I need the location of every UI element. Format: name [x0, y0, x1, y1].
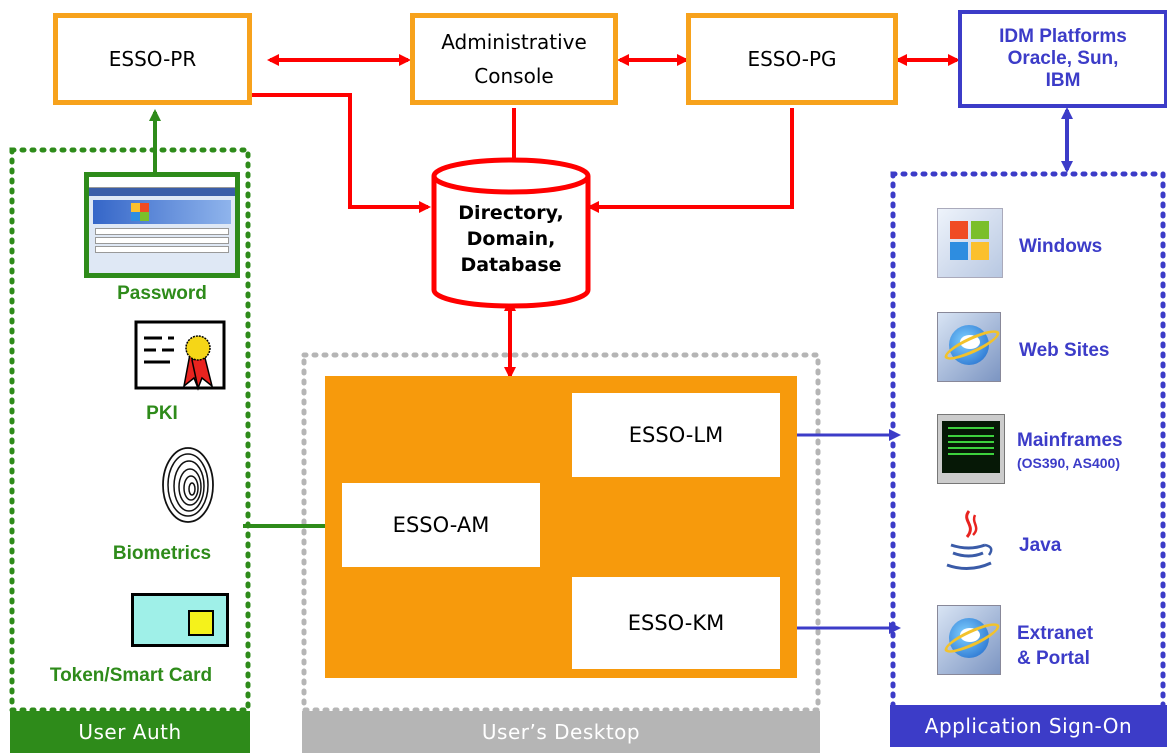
admin-console-line2: Console	[474, 64, 554, 88]
java-label: Java	[1019, 535, 1062, 556]
terminal-icon	[937, 414, 1005, 484]
db-line3: Database	[460, 254, 562, 276]
windows-label: Windows	[1019, 236, 1103, 257]
password-label: Password	[117, 283, 207, 304]
desktop-region	[301, 352, 821, 713]
pki-label: PKI	[146, 403, 178, 424]
esso-am-label: ESSO-AM	[392, 513, 490, 537]
fingerprint-icon	[162, 447, 214, 523]
password-icon[interactable]	[84, 172, 240, 278]
idm-line1: IDM Platforms	[999, 26, 1127, 47]
esso-pr-box[interactable]: ESSO-PR	[53, 13, 252, 105]
esso-km-box[interactable]: ESSO-KM	[572, 577, 780, 669]
arrow-pg-db	[587, 108, 794, 213]
esso-lm-label: ESSO-LM	[628, 423, 724, 447]
smart-card-icon	[131, 593, 229, 647]
java-icon	[946, 510, 993, 570]
database-cylinder	[431, 157, 591, 309]
extranet-icon	[937, 605, 1003, 675]
user-auth-footer: User Auth	[10, 711, 250, 753]
idm-line2: Oracle, Sun,	[1007, 48, 1119, 69]
db-line2: Domain,	[466, 228, 556, 250]
token-smart-card-label: Token/Smart Card	[49, 665, 213, 686]
web-sites-label: Web Sites	[1019, 340, 1110, 361]
administrative-console-box[interactable]: Administrative Console	[410, 13, 618, 105]
idm-platforms-box[interactable]: IDM Platforms Oracle, Sun, IBM	[958, 10, 1167, 108]
users-desktop-footer: User’s Desktop	[302, 711, 820, 753]
mainframes-sub-label: (OS390, AS400)	[1017, 455, 1120, 471]
esso-lm-box[interactable]: ESSO-LM	[572, 393, 780, 477]
windows-logo-icon	[937, 208, 1003, 278]
database-label: Directory, Domain, Database	[434, 200, 588, 278]
idm-line3: IBM	[1045, 70, 1081, 91]
web-sites-icon	[937, 312, 1003, 382]
esso-pr-label: ESSO-PR	[108, 47, 197, 71]
esso-km-label: ESSO-KM	[627, 611, 725, 635]
esso-pg-box[interactable]: ESSO-PG	[686, 13, 898, 105]
extranet-label: Extranet	[1017, 623, 1094, 644]
esso-am-box[interactable]: ESSO-AM	[342, 483, 540, 567]
arrow-pr-db	[250, 93, 431, 213]
certificate-icon	[134, 320, 226, 391]
portal-label: & Portal	[1017, 648, 1090, 669]
admin-console-line1: Administrative	[441, 30, 587, 54]
db-line1: Directory,	[458, 202, 564, 224]
esso-pg-label: ESSO-PG	[747, 47, 837, 71]
mainframes-label: Mainframes	[1017, 430, 1123, 451]
user-auth-region	[9, 147, 251, 713]
application-sign-on-footer: Application Sign-On	[890, 705, 1167, 747]
biometrics-label: Biometrics	[112, 543, 212, 564]
